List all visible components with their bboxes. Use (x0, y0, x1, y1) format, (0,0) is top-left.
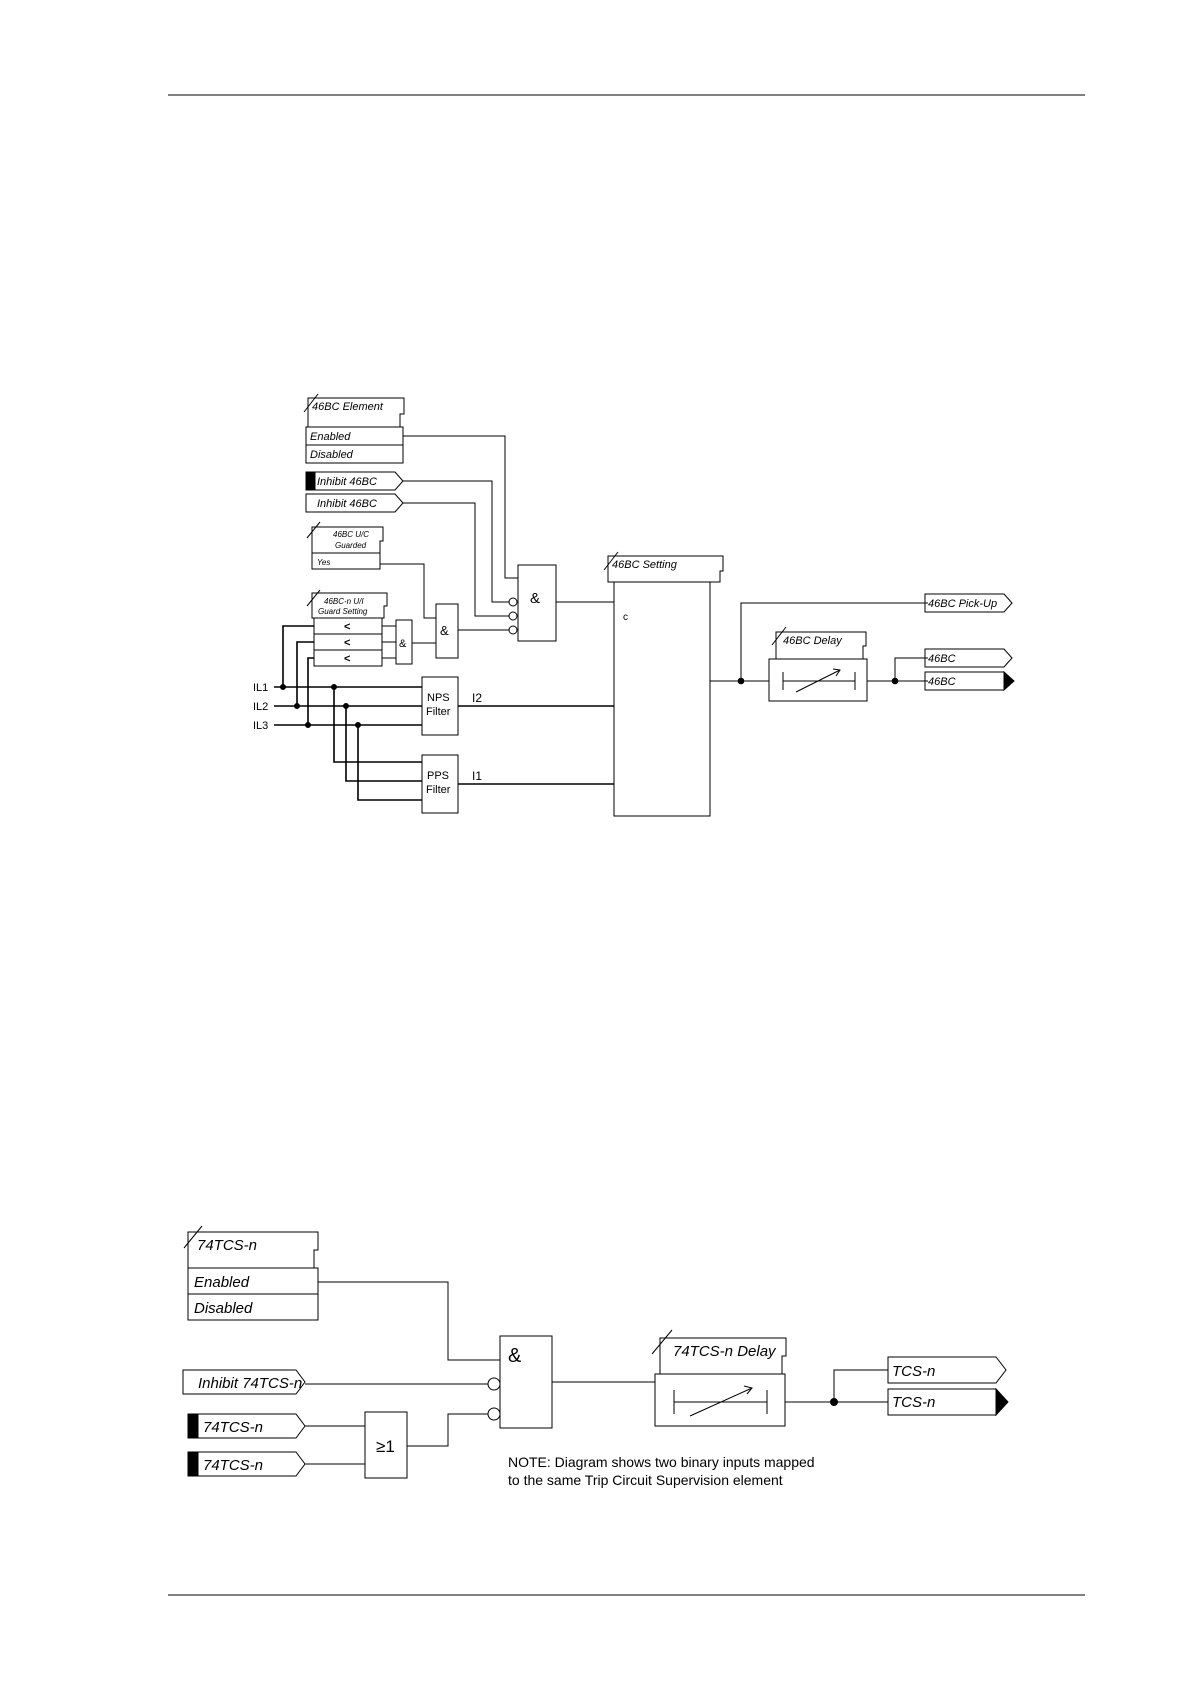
wire-74tcs-enabled (318, 1281, 500, 1361)
option-enabled: Enabled (310, 431, 351, 443)
output-46bc-1-label: 46BC (928, 653, 956, 665)
output-tcs-1-label: TCS-n (892, 1363, 935, 1380)
inverter-inhibit-setting (508, 611, 518, 621)
binary-input-2-label: 74TCS-n (203, 1457, 263, 1474)
and-gate-main-label: & (530, 590, 540, 607)
wire-or-output (407, 1413, 488, 1447)
signal-i2: I2 (472, 691, 482, 705)
setting-header-46bc (607, 555, 724, 583)
junction-il2 (294, 703, 300, 709)
or-gate-label: ≥1 (376, 1437, 395, 1456)
input-il3: IL3 (253, 720, 268, 732)
ui-guard-setting: 46BC-n U/I Guard Setting < < < (306, 589, 388, 667)
and-gate-comparators-label: & (399, 638, 407, 650)
setting-arrow-icon (303, 393, 319, 413)
pickup-output-label: 46BC Pick-Up (928, 598, 997, 610)
junction-74tcs-out (830, 1398, 838, 1406)
input-il2: IL2 (253, 701, 268, 713)
wire-inhibit-setting (403, 502, 509, 617)
uc-guarded-title: 46BC U/C (333, 530, 369, 539)
comparator-3: < (344, 653, 350, 665)
output-tcs-2: TCS-n (887, 1387, 1009, 1417)
junction-delay-out (891, 677, 899, 685)
option-74tcs-disabled: Disabled (194, 1300, 253, 1317)
setting-arrow-icon (306, 589, 321, 607)
wire-pickup (740, 602, 928, 681)
setting-block-symbol: c (623, 612, 628, 623)
inverter-inhibit-input (508, 597, 518, 607)
delay-block-title: 46BC Delay (783, 635, 843, 647)
guard-setting-title-2: Guard Setting (318, 607, 368, 616)
binary-input-2: 74TCS-n (187, 1451, 306, 1477)
element-setting-46bc: 46BC Element Enabled Disabled (303, 393, 405, 464)
output-46bc-1: 46BC (924, 648, 1013, 668)
setting-arrow-icon (183, 1225, 203, 1249)
output-46bc-2-label: 46BC (928, 676, 956, 688)
setting-block-title: 46BC Setting (612, 559, 678, 571)
option-74tcs-enabled: Enabled (194, 1274, 250, 1291)
option-disabled: Disabled (310, 449, 354, 461)
and-gate-guard-label: & (440, 623, 449, 638)
inhibit-74tcs-label: Inhibit 74TCS-n (198, 1375, 302, 1392)
pickup-output: 46BC Pick-Up (924, 593, 1013, 613)
inverter-guard (508, 625, 518, 635)
input-il1: IL1 (253, 682, 268, 694)
or-gate-74tcs (364, 1411, 408, 1479)
setting-arrow-icon (651, 1329, 673, 1355)
and-gate-main (517, 564, 557, 642)
and-gate-guard (435, 603, 459, 659)
comparator-1: < (344, 621, 350, 633)
setting-arrow-icon (771, 626, 787, 646)
binary-input-1: 74TCS-n (187, 1413, 306, 1439)
element-setting-title: 46BC Element (312, 401, 384, 413)
wire-inhibit-input (403, 480, 509, 603)
setting-block-46bc (613, 581, 711, 817)
delay-block-46bc (768, 658, 868, 702)
binary-input-1-label: 74TCS-n (203, 1419, 263, 1436)
inverter-or-output (487, 1407, 501, 1421)
setting-arrow-icon (603, 551, 619, 571)
delay-74tcs-arrow-icon (689, 1387, 753, 1417)
delay-block-74tcs (654, 1373, 786, 1427)
diagram-74tcs: 74TCS-n Enabled Disabled Inhibit 74TCS-n… (182, 1225, 1009, 1488)
element-setting-74tcs-title: 74TCS-n (197, 1237, 257, 1254)
inhibit-46bc-setting: Inhibit 46BC (305, 493, 404, 513)
uc-guarded-setting: 46BC U/C Guarded Yes (306, 521, 384, 570)
setting-arrow-icon (306, 521, 321, 539)
delay-74tcs-title: 74TCS-n Delay (673, 1343, 777, 1360)
diagram-46bc: 46BC Element Enabled Disabled Inhibit 46… (253, 393, 1015, 817)
nps-filter-label-2: Filter (426, 706, 451, 718)
guard-setting-title: 46BC-n U/I (324, 597, 364, 606)
note-line-2: to the same Trip Circuit Supervision ele… (508, 1472, 783, 1488)
inhibit-input-label: Inhibit 46BC (317, 476, 377, 488)
junction-pickup (737, 677, 745, 685)
wire-enabled (403, 435, 518, 579)
and-gate-74tcs-label: & (508, 1345, 522, 1367)
output-46bc-2: 46BC (924, 670, 1015, 692)
output-tcs-1: TCS-n (887, 1356, 1007, 1384)
uc-guarded-title-2: Guarded (335, 541, 367, 550)
pps-filter-label: PPS (427, 770, 449, 782)
delay-arrow-icon (795, 669, 841, 693)
signal-i1: I1 (472, 769, 482, 783)
pps-filter-label-2: Filter (426, 784, 451, 796)
inverter-inhibit-74tcs (487, 1377, 501, 1391)
inhibit-setting-label: Inhibit 46BC (317, 498, 377, 510)
wire-uc-guarded (380, 563, 436, 619)
nps-filter-label: NPS (427, 692, 450, 704)
uc-guarded-value: Yes (317, 558, 330, 567)
note-line-1: NOTE: Diagram shows two binary inputs ma… (508, 1454, 815, 1470)
inhibit-46bc-input: Inhibit 46BC (305, 471, 404, 491)
junction-il3 (305, 722, 311, 728)
inhibit-74tcs-input (182, 1369, 306, 1395)
output-tcs-2-label: TCS-n (892, 1394, 935, 1411)
comparator-2: < (344, 637, 350, 649)
junction-il1 (280, 684, 286, 690)
